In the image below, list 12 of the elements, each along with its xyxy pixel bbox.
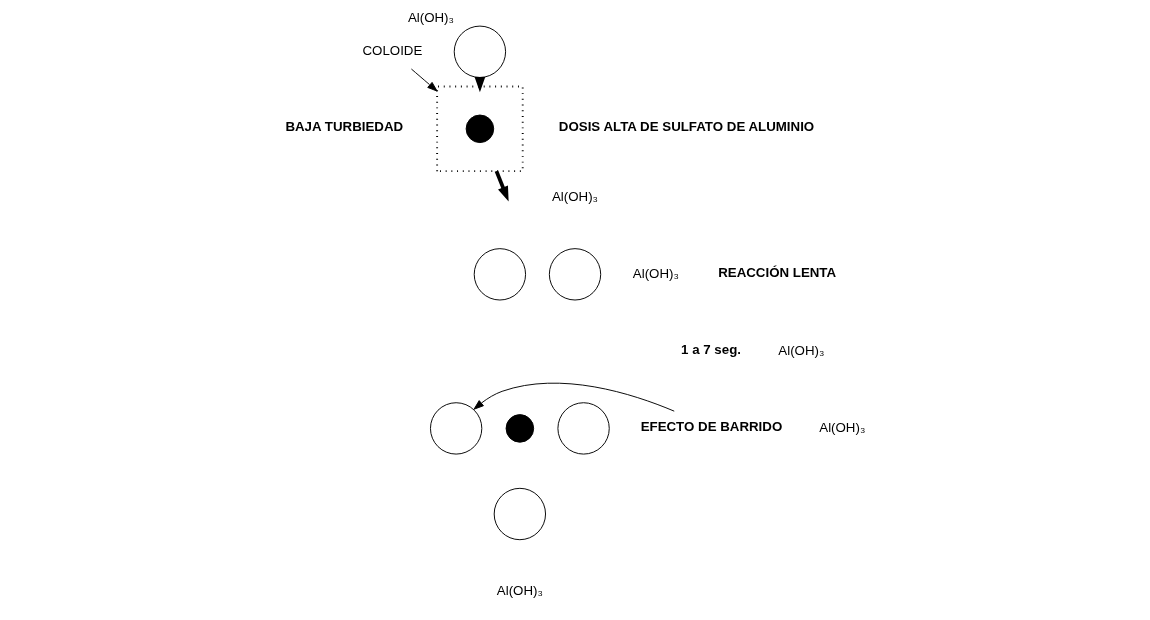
- label: Al(OH)₃: [496, 582, 543, 598]
- label: REACCIÓN LENTA: [717, 264, 836, 280]
- label: BAJA TURBIEDAD: [284, 119, 403, 135]
- node-text: COLOIDE: [361, 43, 422, 59]
- label: DOSIS ALTA DE SULFATO DE ALUMINIO: [558, 119, 814, 135]
- label: Al(OH)₃: [818, 419, 865, 435]
- node-text: EFECTO DE BARRIDO: [640, 418, 782, 434]
- label: Al(OH)₃: [632, 265, 679, 281]
- label: 1 a 7 seg.: [680, 341, 741, 357]
- label: Al(OH)₃: [551, 188, 598, 204]
- label: Al(OH)₃: [777, 342, 824, 358]
- node-label: Al(OH)₃: [407, 10, 454, 26]
